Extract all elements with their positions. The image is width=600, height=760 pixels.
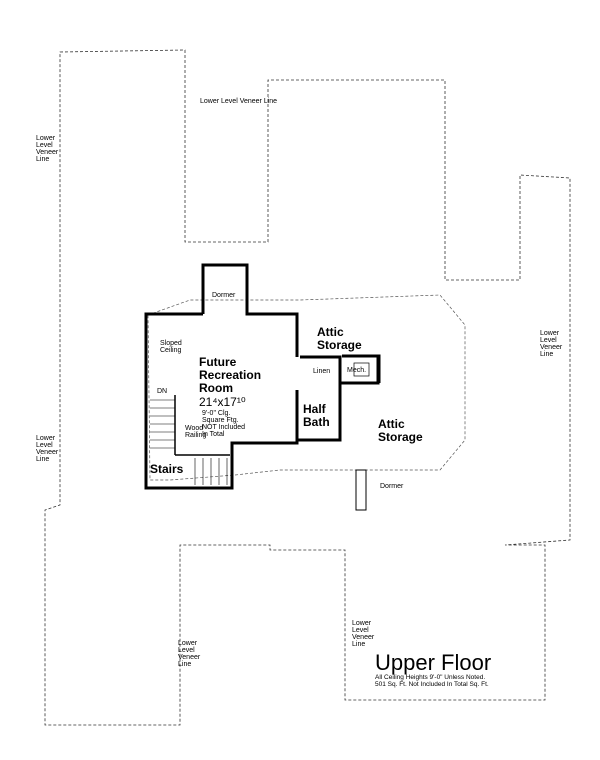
dormer-label: Dormer <box>212 292 236 299</box>
veneer-label-top: Lower Level Veneer Line <box>200 98 278 105</box>
mech-label: Mech. <box>347 367 367 374</box>
wood-railing-label: Wood Railing <box>185 425 207 439</box>
room-details: 9'-0" Clg. Square Ftg. NOT Included In T… <box>202 410 245 438</box>
dn-label: DN <box>157 388 168 395</box>
room-detail: In Total <box>202 431 225 438</box>
room-name-line: Recreation <box>199 368 262 382</box>
stairs-treads <box>150 395 230 485</box>
plan-title: Upper Floor <box>375 650 492 675</box>
room-name-line: Future <box>199 355 237 369</box>
veneer-label-bottom-right: Lower Level Veneer Line <box>352 620 375 648</box>
sloped-ceiling-label: Sloped Ceiling <box>160 340 182 354</box>
plan-note: 501 Sq. Ft. Not Included In Total Sq. Ft… <box>375 681 489 688</box>
veneer-label-right: Lower Level Veneer Line <box>540 330 563 358</box>
attic-roof-outline <box>147 294 466 481</box>
recreation-room-walls <box>144 263 381 490</box>
dormer-outline <box>355 469 367 511</box>
room-name-line: Room <box>199 381 233 395</box>
plan-note: All Ceiling Heights 9'-0" Unless Noted. <box>375 674 486 681</box>
room-detail: NOT Included <box>202 424 246 431</box>
veneer-label-left-bottom: Lower Level Veneer Line <box>36 435 59 463</box>
mech-unit <box>353 362 370 377</box>
veneer-label-left-top: Lower Level Veneer Line <box>36 135 59 163</box>
veneer-label-bottom-left: Lower Level Veneer Line <box>178 640 201 668</box>
stairs-label: Stairs <box>150 462 184 476</box>
plan-notes: All Ceiling Heights 9'-0" Unless Noted. … <box>375 674 489 688</box>
lower-level-veneer-outline <box>44 49 571 726</box>
half-bath-label: Half Bath <box>303 402 330 429</box>
linen-label: Linen <box>313 368 331 375</box>
room-detail: Square Ftg. <box>202 417 239 424</box>
room-detail: 9'-0" Clg. <box>202 410 231 417</box>
future-recreation-room-label: Future Recreation Room <box>199 356 261 395</box>
attic-storage-label-1: Attic Storage <box>317 325 362 352</box>
dormer-label-2: Dormer <box>380 483 404 490</box>
attic-storage-label-2: Attic Storage <box>378 417 423 444</box>
room-size: 21⁴x17¹⁰ <box>199 395 246 409</box>
